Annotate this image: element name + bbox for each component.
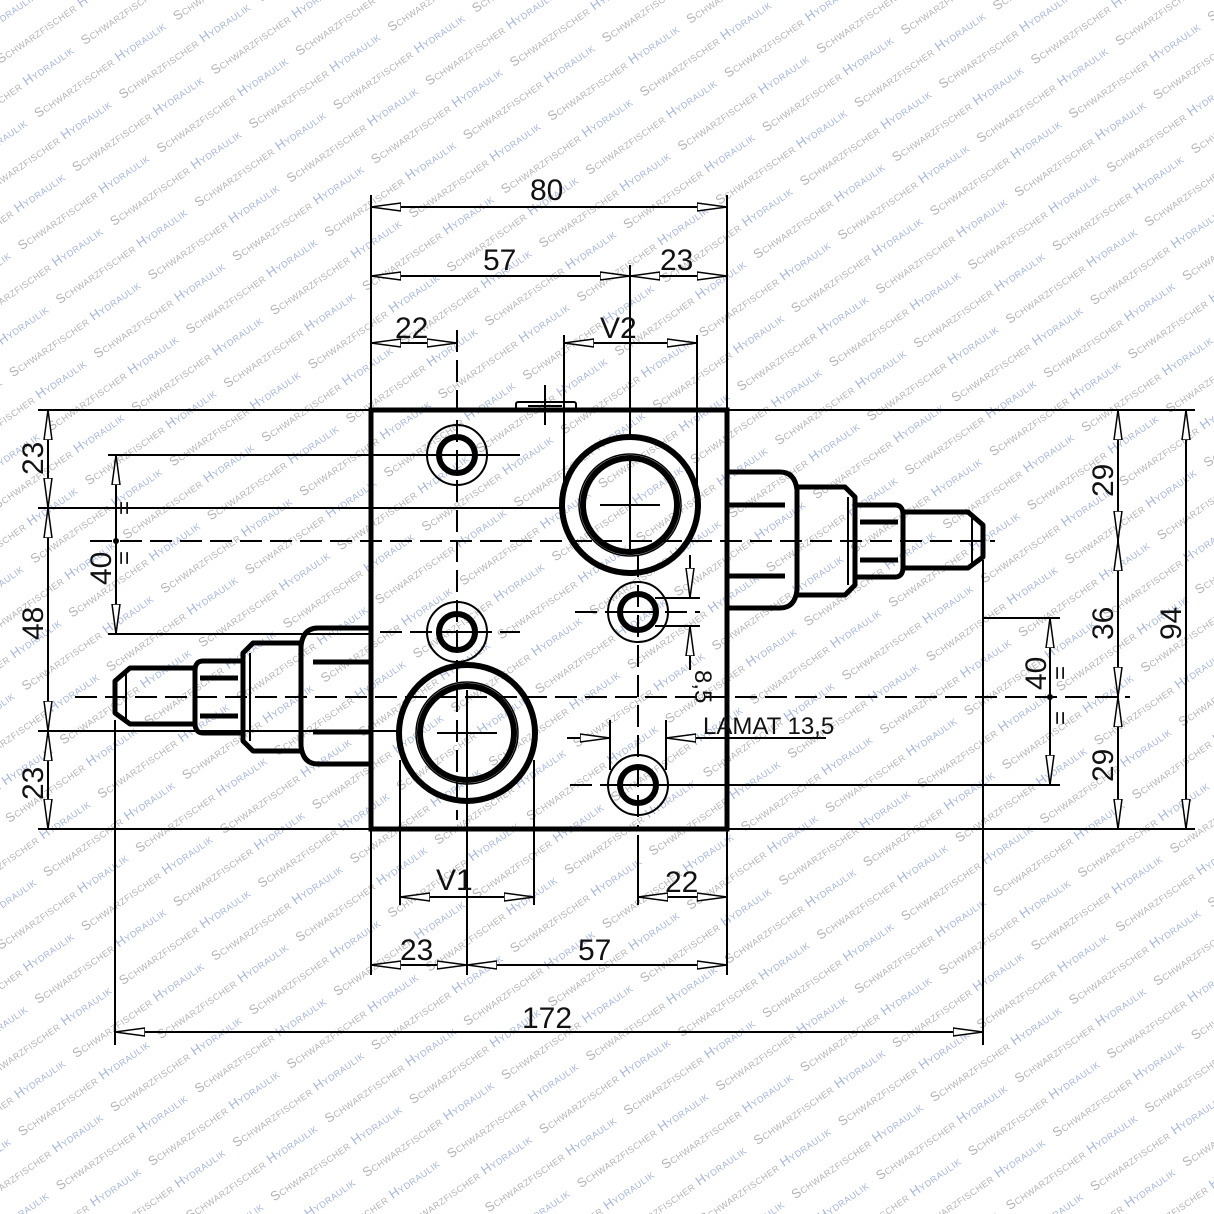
cartridge-valve-right	[727, 469, 986, 611]
dim-left-23-bottom: 23	[17, 767, 50, 800]
dim-bottom-57: 57	[578, 934, 611, 967]
equal-sign-left-2: =	[111, 551, 138, 565]
dim-counterbore-8-5: 8,5	[689, 670, 716, 703]
dim-right-36: 36	[1087, 607, 1120, 640]
dim-overall-172: 172	[522, 1002, 572, 1035]
dim-left-40: 40	[85, 552, 118, 585]
port-v1	[396, 662, 538, 830]
valve-block-body	[368, 407, 730, 832]
dim-bottom-22: 22	[665, 866, 698, 899]
dim-left-48: 48	[17, 607, 50, 640]
dim-top-57: 57	[483, 244, 516, 277]
mounting-hole-3	[607, 581, 669, 643]
port-v2	[559, 434, 701, 576]
equal-sign-left-1: =	[111, 501, 138, 515]
equal-sign-right-2: =	[1047, 711, 1074, 725]
dim-top-23: 23	[660, 244, 693, 277]
dim-right-29-bottom: 29	[1087, 749, 1120, 782]
port-label-v2: V2	[600, 312, 637, 345]
dim-top-22: 22	[395, 312, 428, 345]
dim-top-80: 80	[530, 174, 563, 207]
center-dot-right	[1047, 694, 1053, 700]
mounting-hole-2	[426, 601, 488, 663]
cartridge-valve-left	[112, 625, 371, 767]
dim-right-94: 94	[1155, 607, 1188, 640]
note-lamat: LAMAT 13,5	[703, 713, 834, 740]
equal-sign-right-1: =	[1047, 666, 1074, 680]
dim-left-23-top: 23	[17, 442, 50, 475]
center-dot-left	[113, 538, 119, 544]
dim-right-29-top: 29	[1087, 464, 1120, 497]
dim-bottom-23: 23	[400, 934, 433, 967]
port-label-v1: V1	[436, 864, 473, 897]
top-port-mark	[515, 385, 577, 425]
dimension-lines	[48, 207, 1186, 1032]
dim-right-40: 40	[1020, 657, 1053, 690]
